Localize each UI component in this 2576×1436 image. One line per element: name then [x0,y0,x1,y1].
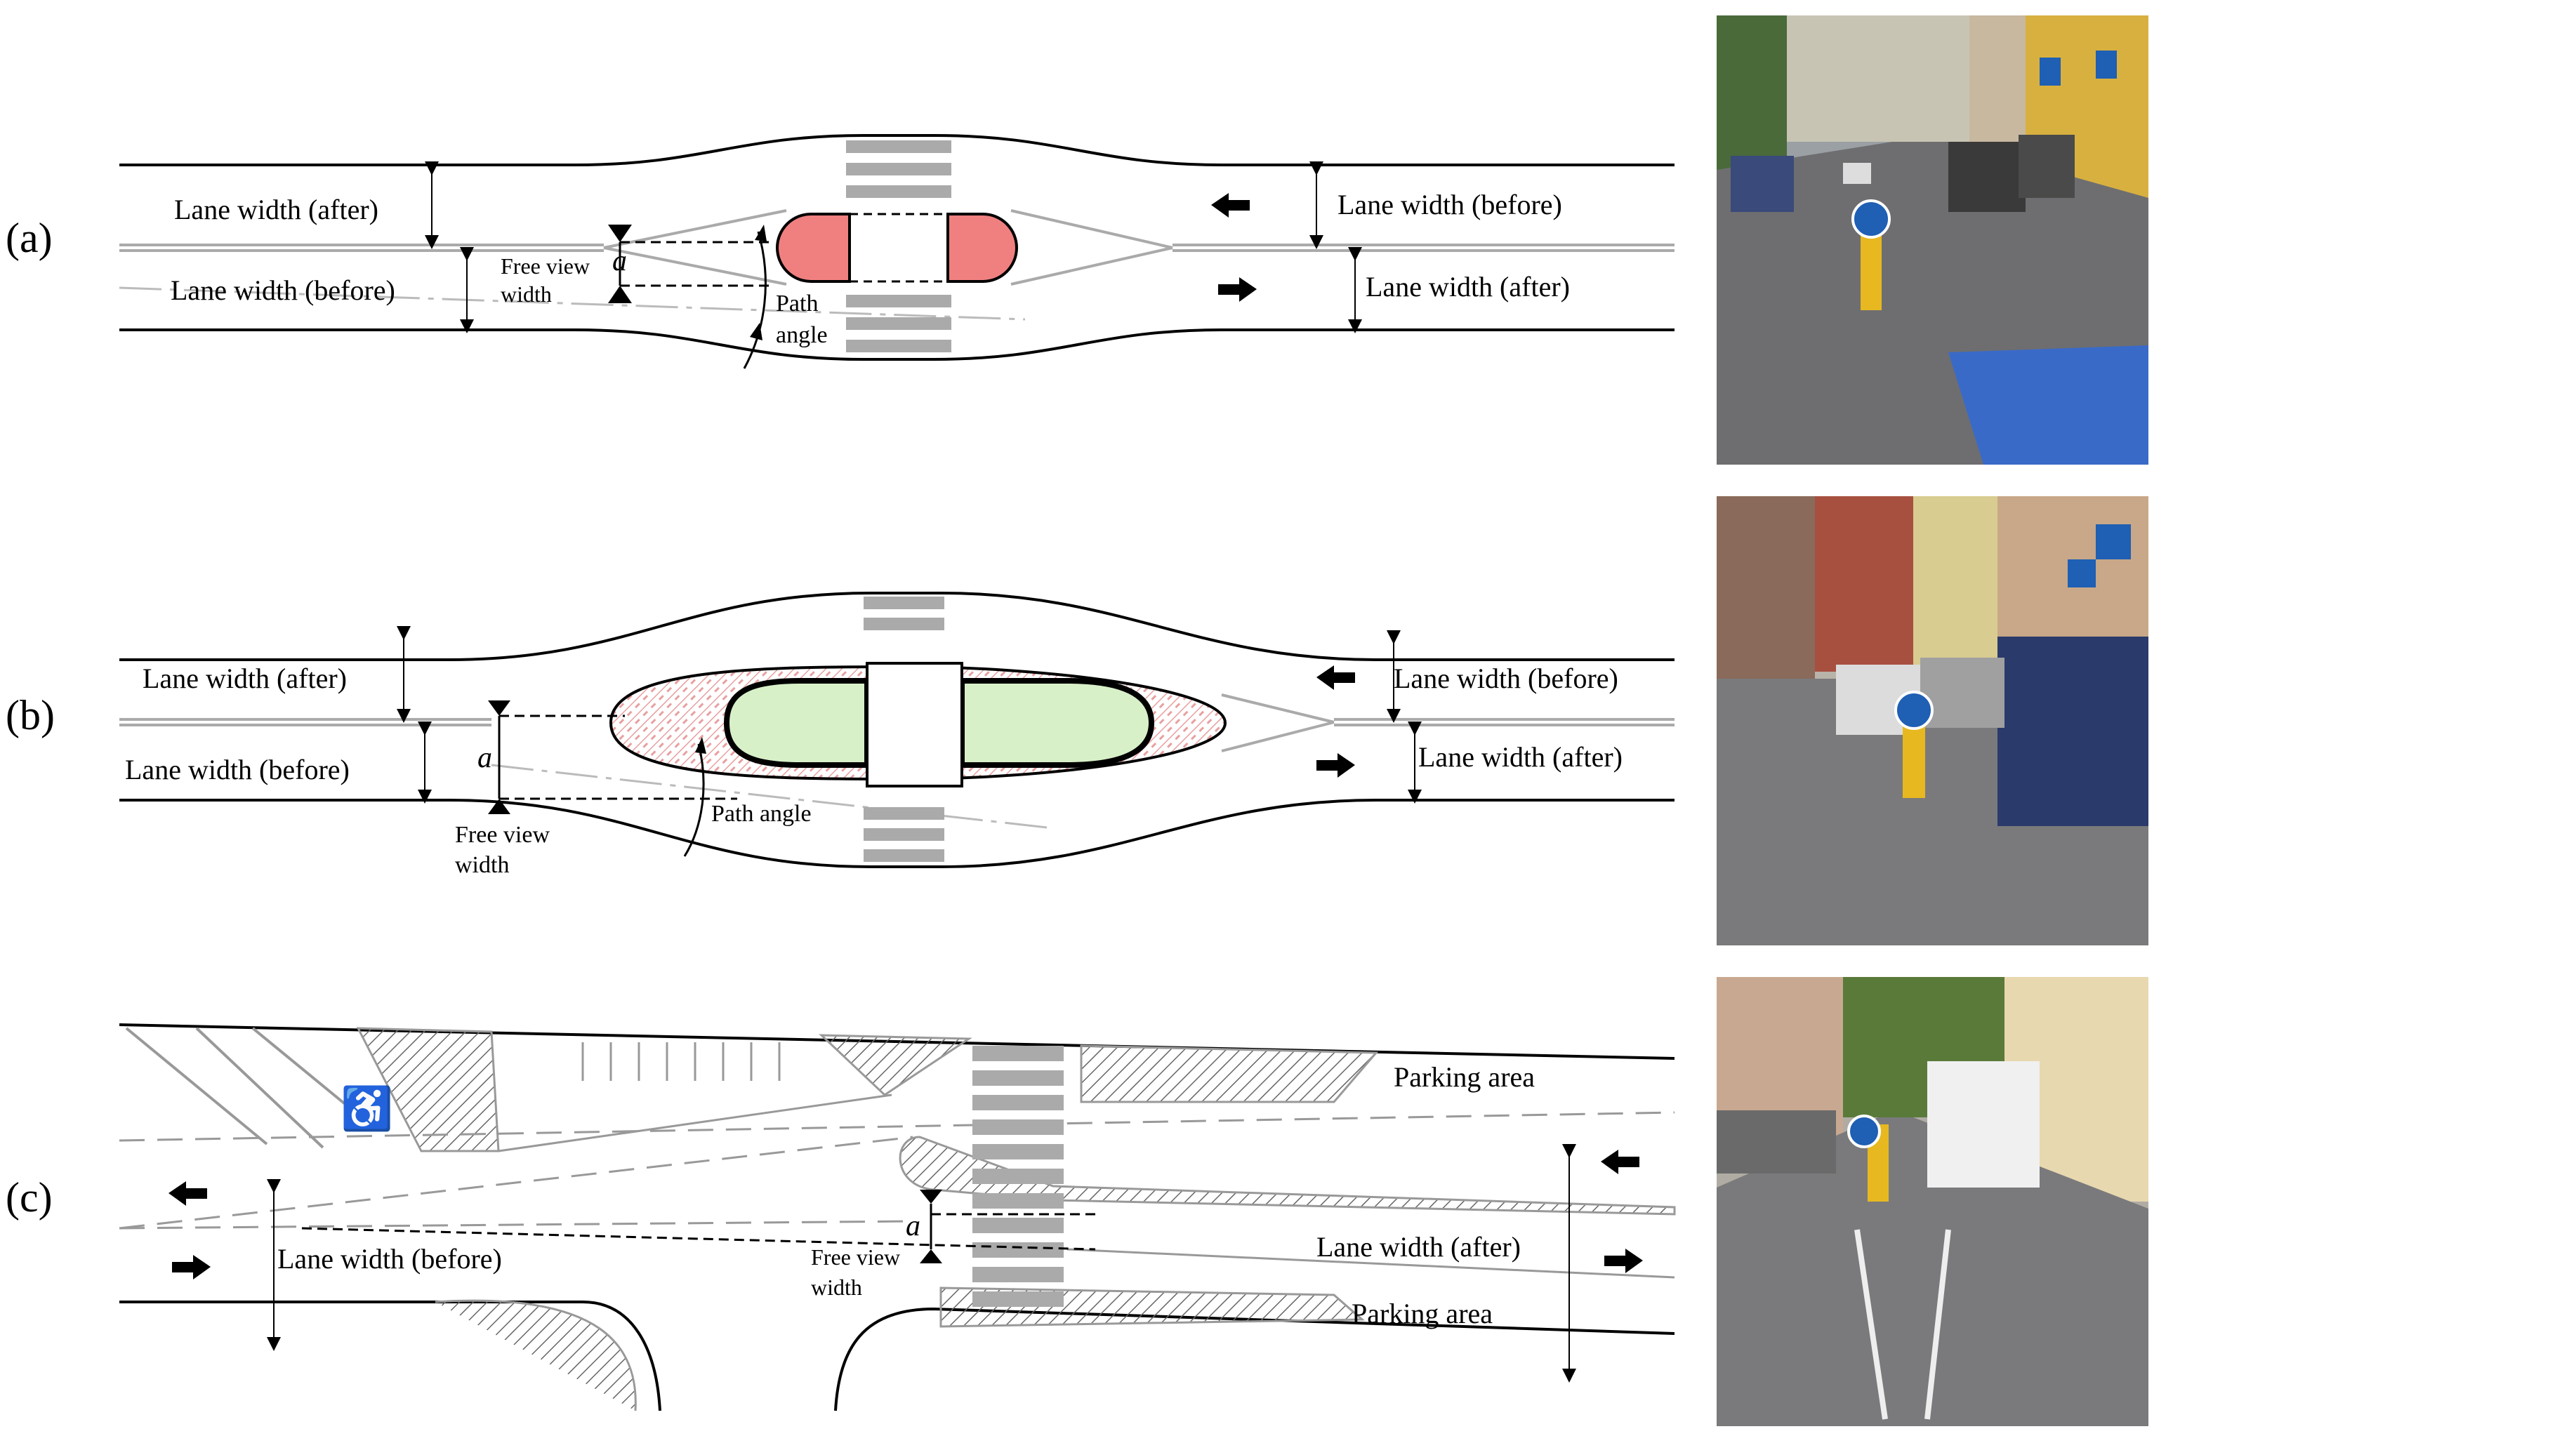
lane-width-before-right: Lane width (before) [1337,189,1562,220]
panel-label-b: (b) [6,692,55,738]
bollard [1861,226,1882,310]
lane-width-before-left: Lane width (before) [125,754,350,785]
arrow-left-icon [1316,665,1355,690]
arrow-right-icon [1218,277,1257,302]
lane-width-before-left: Lane width (before) [171,274,395,306]
parking-sign-icon [2096,524,2131,559]
green-island-left [723,678,870,768]
road-edge-bottom [119,799,1675,868]
lane-width-after-right: Lane width (after) [1418,741,1623,773]
sign-keep-right-icon [1894,691,1934,730]
arrow-left-icon [169,1181,207,1206]
diagram-c: ♿ Pa [119,1023,1676,1411]
arrow-right-icon [1604,1249,1643,1273]
arrow-right-icon [1316,753,1355,778]
free-view-label-1: Free view [455,822,550,848]
parking-area-bottom-label: Parking area [1352,1298,1493,1329]
row-b: (b) [0,477,2576,955]
row-c: (c) ♿ [0,955,2576,1436]
crosswalk [972,1046,1064,1307]
lane-width-after-left: Lane width (after) [143,663,347,694]
photo-b [1717,496,2148,945]
wheelchair-icon: ♿ [341,1084,393,1133]
road-edge-top [119,592,1675,661]
lane-width-before-right: Lane width (before) [1394,663,1618,694]
parking-area-top-label: Parking area [1394,1061,1535,1093]
refuge-island-right-hatched [899,1136,1676,1216]
panel-label-c: (c) [6,1174,53,1221]
crosswalk [846,140,951,352]
lane-width-after-label: Lane width (after) [1316,1231,1521,1263]
sign-keep-right-icon [1851,199,1891,239]
arrow-left-icon [1601,1150,1639,1174]
path-label-1: Path [776,291,818,317]
diagram-b: Lane width (after) Lane width (before) a… [119,592,1675,878]
photo-c [1717,977,2148,1426]
free-view-label-1: Free view [811,1244,900,1270]
green-island-right [959,678,1155,768]
free-view-label-1: Free view [501,253,590,279]
arrow-left-icon [1211,193,1250,218]
refuge-island-left [776,213,851,283]
arrow-right-icon [172,1255,211,1279]
diagram-a: Lane width (after) Lane width (before) F… [119,134,1675,369]
panel-label-a: (a) [6,215,53,261]
path-angle-label: Path angle [711,801,812,827]
a-symbol: a [906,1210,920,1242]
free-view-label-2: width [455,852,509,878]
sign-keep-right-icon [1847,1115,1881,1148]
free-view-label-2: width [501,281,552,307]
lane-width-before-label: Lane width (before) [277,1243,502,1275]
crosswalk [864,597,944,862]
free-view-label-2: width [811,1275,862,1300]
a-symbol: a [612,245,627,277]
lane-width-after-left: Lane width (after) [174,194,378,225]
refuge-island-right [946,213,1018,283]
bicycle-rack-icon [581,1042,781,1081]
photo-a [1717,15,2148,465]
a-symbol: a [477,742,492,774]
path-label-2: angle [776,322,828,348]
row-a: (a) [0,0,2576,477]
lane-width-after-right: Lane width (after) [1366,271,1570,303]
